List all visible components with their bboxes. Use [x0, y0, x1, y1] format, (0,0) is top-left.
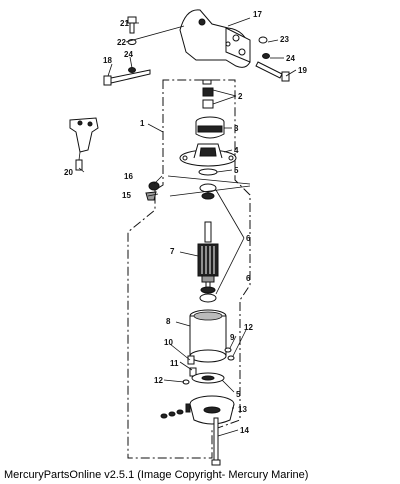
terminal-nut-9[interactable]	[224, 347, 232, 353]
washers-near-13[interactable]	[160, 409, 184, 419]
bolt-19[interactable]	[255, 61, 290, 82]
nut-16[interactable]	[148, 181, 160, 191]
callout-24-right: 24	[286, 54, 295, 63]
lockwasher-24-left[interactable]	[128, 67, 136, 73]
armature-7[interactable]	[197, 221, 219, 293]
callout-12-lower: 12	[154, 376, 163, 385]
callout-10: 10	[164, 338, 173, 347]
washer-6-upper-a[interactable]	[199, 183, 217, 193]
brush-10[interactable]	[187, 355, 195, 365]
callout-16: 16	[124, 172, 133, 181]
washer-12-upper[interactable]	[227, 355, 235, 361]
boot-15[interactable]	[145, 191, 157, 201]
callout-2: 2	[238, 92, 243, 101]
washer-23[interactable]	[258, 36, 268, 44]
callout-12-upper: 12	[244, 323, 253, 332]
image-copyright-caption: MercuryPartsOnline v2.5.1 (Image Copyrig…	[4, 469, 309, 481]
callout-3: 3	[234, 124, 239, 133]
bolt-21[interactable]	[127, 16, 137, 34]
callout-6-lower: 6	[246, 274, 251, 283]
washer-6-lower-b[interactable]	[199, 293, 217, 303]
mounting-bracket[interactable]	[179, 9, 251, 68]
callout-20: 20	[64, 168, 73, 177]
callout-5-upper: 5	[234, 166, 239, 175]
callout-19: 19	[298, 66, 307, 75]
bracket-20[interactable]	[69, 117, 99, 171]
washer-6-lower-a[interactable]	[200, 286, 216, 294]
callout-5-lower: 5	[236, 390, 241, 399]
field-frame-8[interactable]	[189, 309, 227, 363]
washer-6-upper-b[interactable]	[201, 192, 215, 200]
callout-labels: 21 22 24 18 17 23 24 19 2 1 3 4 5 16 20 …	[64, 10, 307, 435]
callout-6-upper: 6	[246, 234, 251, 243]
callout-23: 23	[280, 35, 289, 44]
callout-1: 1	[140, 119, 145, 128]
callout-17: 17	[253, 10, 262, 19]
callout-13: 13	[238, 405, 247, 414]
bolt-18[interactable]	[103, 69, 151, 86]
callout-14: 14	[240, 426, 249, 435]
callout-15: 15	[122, 191, 131, 200]
callout-7: 7	[170, 247, 175, 256]
callout-9: 9	[230, 333, 235, 342]
drive-gear-3[interactable]	[195, 116, 225, 139]
through-bolt-14[interactable]	[211, 417, 221, 466]
bushings-2[interactable]	[202, 79, 214, 109]
callout-22: 22	[117, 38, 126, 47]
callout-8: 8	[166, 317, 171, 326]
lockwasher-24-right[interactable]	[262, 53, 270, 59]
callout-11: 11	[170, 359, 179, 368]
end-cap-13[interactable]	[185, 395, 235, 425]
callout-4: 4	[234, 146, 239, 155]
washer-5-upper[interactable]	[198, 168, 218, 176]
callout-21: 21	[120, 19, 129, 28]
leader-lines	[78, 17, 297, 437]
drive-end-housing-4[interactable]	[179, 143, 237, 167]
brush-plate-5[interactable]	[191, 372, 225, 384]
callout-18: 18	[103, 56, 112, 65]
callout-24-left: 24	[124, 50, 133, 59]
